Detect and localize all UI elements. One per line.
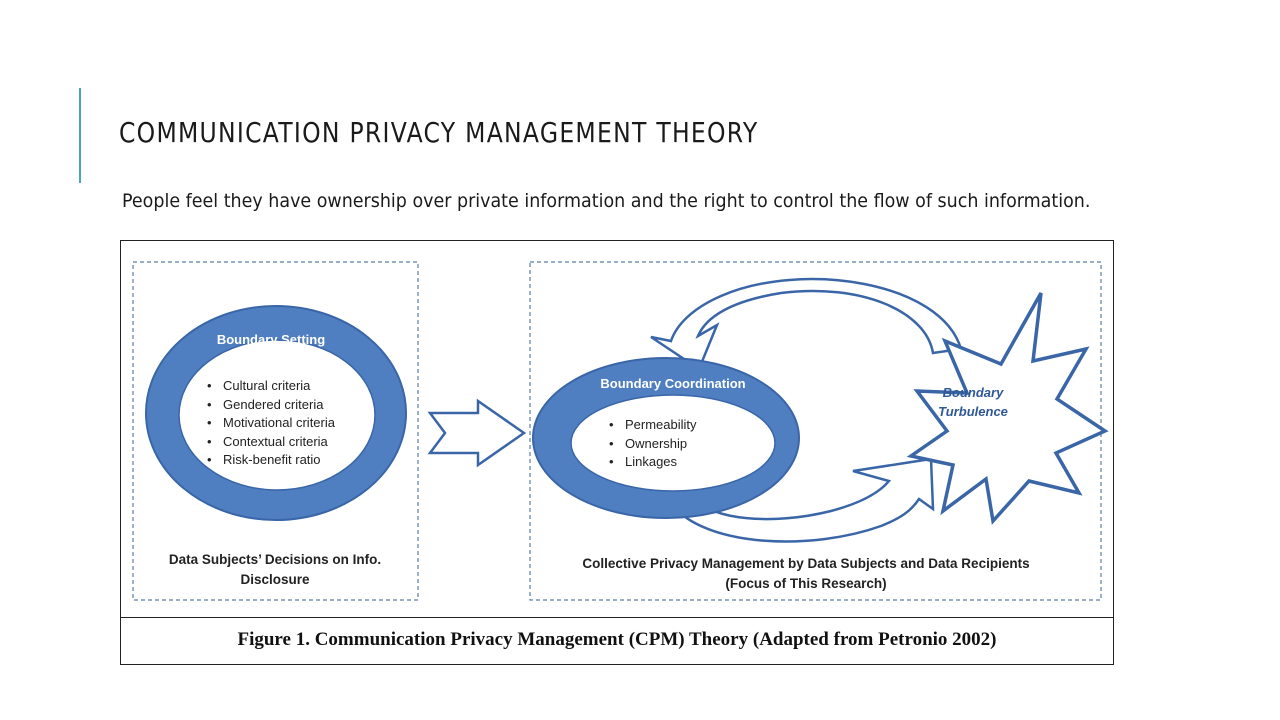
- right-panel-caption-line2: (Focus of This Research): [725, 576, 887, 591]
- left-panel-caption: Data Subjects’ Decisions on Info. Disclo…: [169, 550, 381, 590]
- accent-bar: [79, 88, 81, 183]
- list-item: Permeability: [607, 416, 697, 435]
- list-item: Linkages: [607, 453, 697, 472]
- left-panel-caption-line2: Disclosure: [240, 572, 310, 587]
- list-item: Cultural criteria: [205, 377, 335, 396]
- list-item: Ownership: [607, 435, 697, 454]
- right-panel-border: [529, 261, 1102, 601]
- cycle-arrow-top: [650, 277, 963, 371]
- right-panel-caption: Collective Privacy Management by Data Su…: [582, 554, 1029, 594]
- boundary-coordination-list: Permeability Ownership Linkages: [607, 416, 697, 472]
- boundary-setting-list: Cultural criteria Gendered criteria Moti…: [205, 377, 335, 470]
- turbulence-line1: Boundary: [942, 385, 1004, 400]
- slide-title: COMMUNICATION PRIVACY MANAGEMENT THEORY: [119, 116, 759, 149]
- boundary-setting-title: Boundary Setting: [216, 332, 326, 347]
- figure-frame: Boundary Setting Cultural criteria Gende…: [120, 240, 1114, 665]
- block-arrow-right: [427, 398, 527, 468]
- cycle-arrow-bottom: [673, 457, 935, 543]
- boundary-turbulence-label: Boundary Turbulence: [938, 383, 1008, 421]
- left-panel-border: [132, 261, 419, 601]
- left-panel-caption-line1: Data Subjects’ Decisions on Info.: [168, 552, 382, 567]
- right-panel-caption-line1: Collective Privacy Management by Data Su…: [582, 556, 1030, 571]
- figure-caption: Figure 1. Communication Privacy Manageme…: [237, 629, 997, 650]
- list-item: Motivational criteria: [205, 414, 335, 433]
- list-item: Risk-benefit ratio: [205, 451, 335, 470]
- boundary-coordination-title: Boundary Coordination: [600, 376, 746, 391]
- list-item: Gendered criteria: [205, 396, 335, 415]
- boundary-turbulence-starburst: [906, 292, 1109, 525]
- figure-divider: [121, 617, 1113, 618]
- slide-subtitle: People feel they have ownership over pri…: [122, 190, 1091, 212]
- list-item: Contextual criteria: [205, 433, 335, 452]
- turbulence-line2: Turbulence: [938, 404, 1008, 419]
